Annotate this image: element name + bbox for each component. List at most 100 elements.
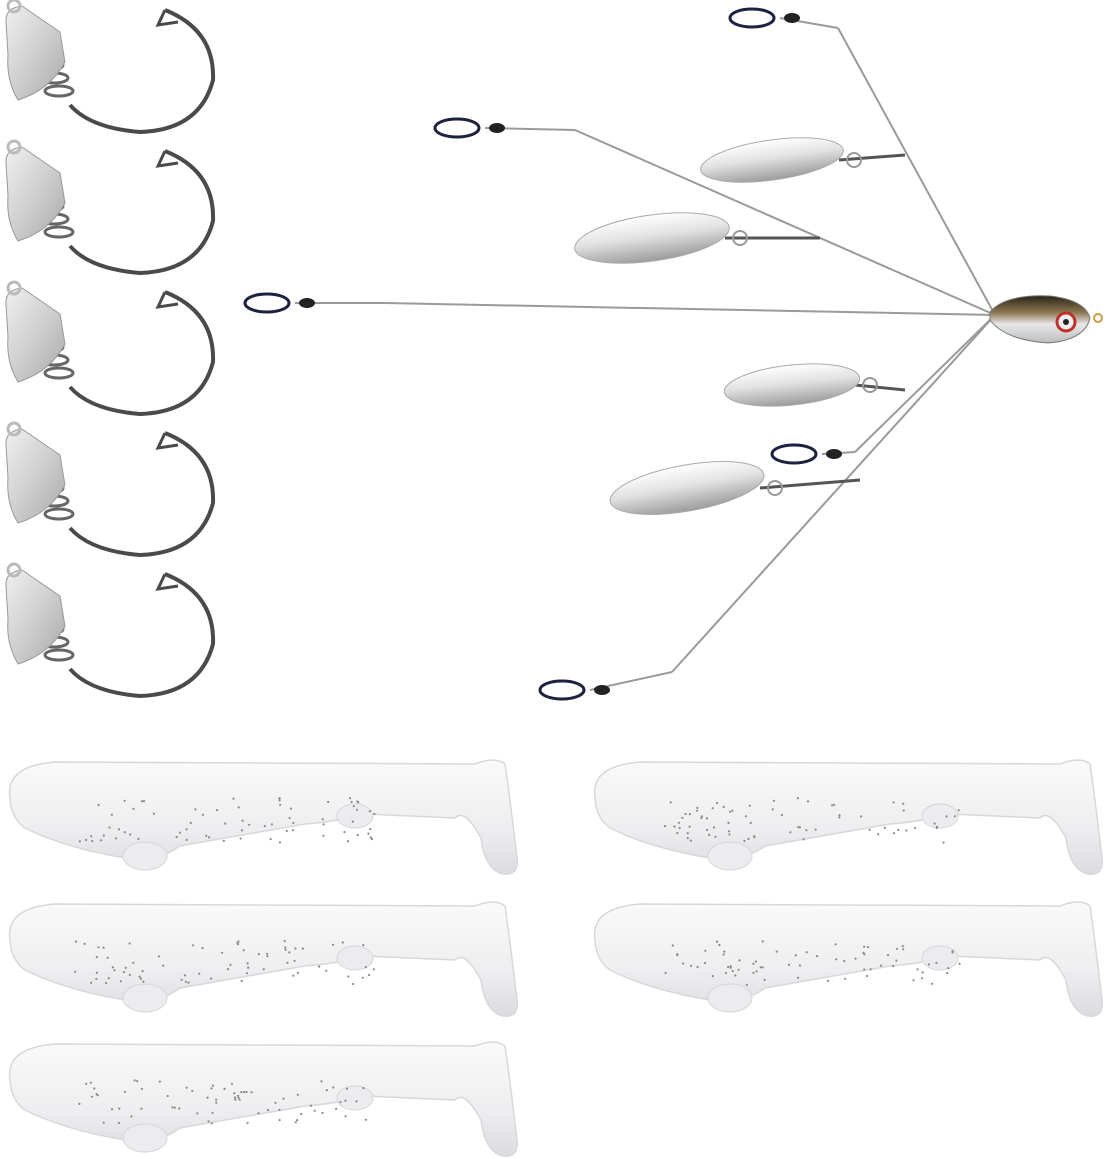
glitter-fleck (879, 964, 883, 967)
line-tie (6, 421, 22, 437)
glitter-fleck (215, 1098, 218, 1101)
glitter-fleck (734, 974, 737, 977)
glitter-fleck (300, 1113, 303, 1116)
glitter-fleck (892, 832, 895, 835)
glitter-fleck (798, 964, 801, 967)
glitter-fleck (797, 826, 800, 829)
glitter-fleck (185, 838, 188, 841)
swimbait-keel (122, 841, 168, 871)
glitter-fleck (761, 966, 764, 969)
glitter-fleck (257, 1112, 260, 1115)
glitter-fleck (211, 1084, 215, 1087)
glitter-fleck (269, 838, 272, 841)
jig-head (5, 562, 216, 699)
glitter-fleck (763, 978, 766, 981)
snap (770, 443, 818, 465)
swimbait (593, 759, 1103, 875)
glitter-fleck (752, 962, 755, 965)
glitter-fleck (175, 835, 178, 839)
glitter-fleck (712, 826, 716, 829)
glitter-fleck (722, 805, 725, 808)
glitter-fleck (678, 827, 681, 830)
screw-coil (43, 225, 75, 239)
glitter-fleck (119, 980, 122, 983)
glitter-fleck (140, 1107, 143, 1110)
glitter-fleck (796, 797, 799, 800)
glitter-fleck (279, 803, 282, 806)
glitter-fleck (142, 800, 146, 803)
hook (68, 8, 216, 135)
glitter-fleck (708, 833, 711, 836)
glitter-fleck (237, 1094, 240, 1097)
glitter-fleck (761, 940, 764, 943)
swimbait (8, 759, 518, 875)
glitter-fleck (243, 1090, 246, 1094)
glitter-fleck (110, 813, 113, 816)
glitter-fleck (345, 1087, 349, 1090)
glitter-fleck (74, 970, 77, 973)
glitter-fleck (332, 1086, 335, 1089)
glitter-fleck (321, 818, 324, 821)
glitter-fleck (325, 1089, 328, 1092)
glitter-fleck (289, 807, 292, 810)
hook (68, 431, 216, 558)
glitter-fleck (753, 836, 756, 839)
glitter-fleck (351, 820, 354, 823)
glitter-fleck (843, 959, 846, 963)
glitter-fleck (706, 828, 709, 831)
glitter-fleck (123, 799, 126, 802)
jig-heads (5, 0, 216, 699)
snap (728, 7, 776, 29)
glitter-fleck (95, 971, 98, 974)
glitter-fleck (129, 833, 132, 836)
glitter-fleck (285, 829, 288, 832)
glitter-fleck (105, 981, 108, 985)
glitter-fleck (194, 808, 197, 811)
umbrella-rig (243, 7, 1103, 701)
line-tie (6, 0, 22, 14)
glitter-fleck (902, 948, 905, 951)
glitter-fleck (664, 971, 667, 974)
glitter-fleck (689, 839, 692, 842)
glitter-fleck (222, 839, 225, 842)
glitter-fleck (90, 835, 93, 838)
glitter-fleck (189, 821, 192, 824)
swimbait (8, 901, 518, 1017)
glitter-fleck (85, 1082, 88, 1085)
glitter-fleck (748, 804, 751, 807)
glitter-fleck (296, 1093, 299, 1096)
glitter-fleck (798, 826, 801, 829)
glitter-fleck (93, 1087, 96, 1090)
glitter-fleck (370, 838, 374, 841)
glitter-fleck (355, 808, 359, 811)
swivel (489, 123, 505, 133)
blade-clevis (838, 153, 906, 162)
glitter-fleck (826, 979, 829, 982)
glitter-fleck (288, 951, 291, 954)
glitter-fleck (90, 981, 93, 984)
glitter-fleck (352, 982, 355, 986)
glitter-fleck (278, 1108, 281, 1111)
glitter-fleck (325, 969, 328, 972)
glitter-fleck (344, 1115, 347, 1118)
rig-arm-wire (671, 314, 996, 673)
glitter-fleck (868, 828, 871, 831)
glitter-fleck (97, 803, 100, 807)
glitter-fleck (266, 1109, 269, 1112)
glitter-fleck (266, 955, 269, 958)
glitter-fleck (364, 966, 367, 969)
rig-head-pupil (1063, 319, 1069, 325)
glitter-fleck (107, 977, 110, 980)
glitter-fleck (729, 966, 732, 969)
glitter-fleck (369, 828, 372, 831)
glitter-fleck (805, 951, 808, 954)
glitter-fleck (671, 944, 674, 947)
glitter-fleck (755, 970, 758, 973)
glitter-fleck (794, 954, 797, 957)
glitter-fleck (130, 1115, 133, 1118)
glitter-fleck (686, 837, 689, 840)
glitter-fleck (711, 975, 714, 978)
glitter-fleck (772, 799, 775, 802)
glitter-fleck (364, 1118, 367, 1121)
screw-coil (43, 84, 75, 98)
